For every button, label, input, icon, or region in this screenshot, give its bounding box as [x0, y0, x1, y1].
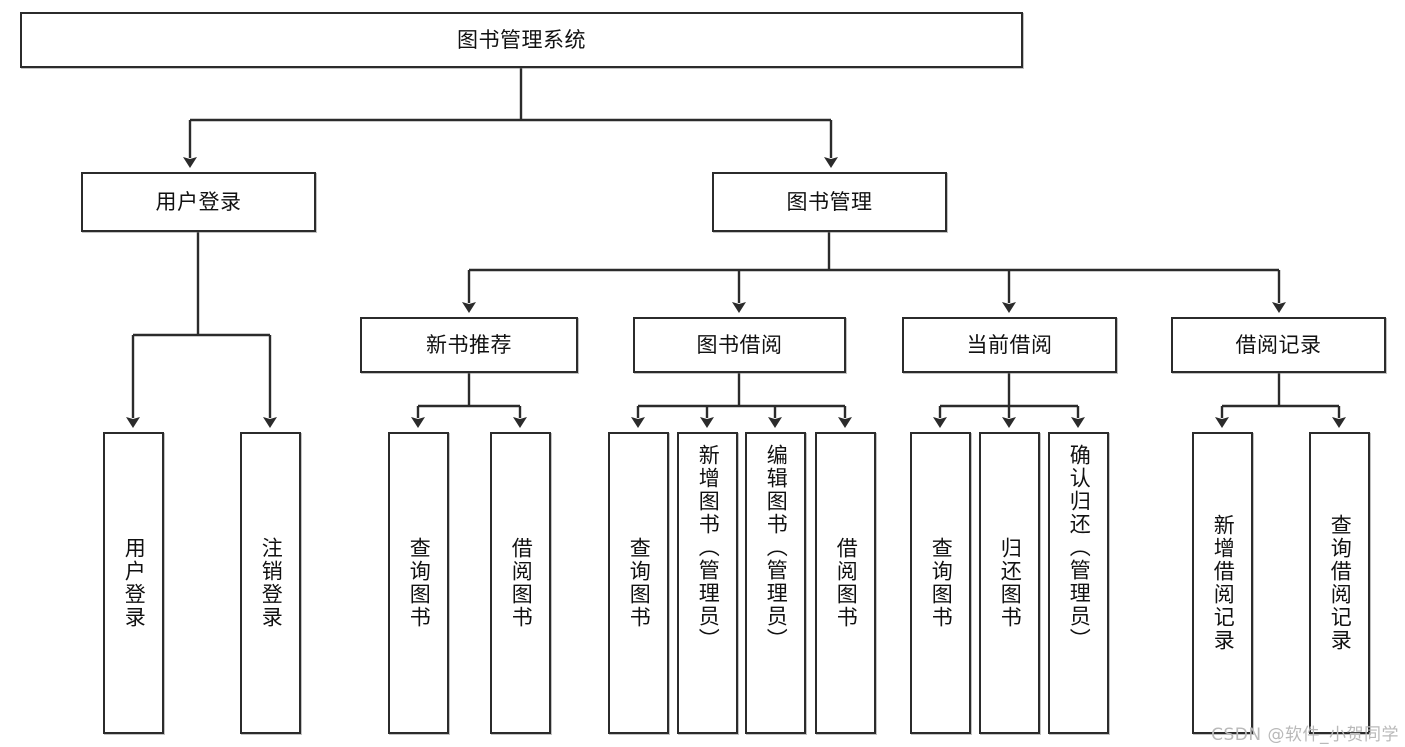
node-leaf-query-record[interactable]: 查询借阅记录: [1309, 432, 1370, 734]
node-current-borrow-label: 当前借阅: [966, 332, 1053, 357]
node-new-book-recommend-label: 新书推荐: [426, 332, 512, 357]
node-leaf-query-book-1-label: 查询图书: [407, 537, 432, 629]
node-leaf-borrow-book-2[interactable]: 借阅图书: [815, 432, 876, 734]
node-borrow-record[interactable]: 借阅记录: [1171, 317, 1386, 373]
node-leaf-add-record-label: 新增借阅记录: [1211, 514, 1236, 652]
node-leaf-user-login[interactable]: 用户登录: [103, 432, 164, 734]
node-leaf-query-record-label: 查询借阅记录: [1328, 514, 1353, 652]
node-leaf-add-record[interactable]: 新增借阅记录: [1192, 432, 1253, 734]
node-leaf-confirm-return-label: 确认归还（管理员）: [1067, 444, 1092, 651]
node-leaf-borrow-book-2-label: 借阅图书: [834, 537, 859, 629]
node-leaf-user-logout[interactable]: 注销登录: [240, 432, 301, 734]
node-leaf-add-book-label: 新增图书（管理员）: [696, 444, 721, 651]
node-root[interactable]: 图书管理系统: [20, 12, 1023, 68]
node-leaf-borrow-book-1-label: 借阅图书: [509, 537, 534, 629]
node-leaf-return-book[interactable]: 归还图书: [979, 432, 1040, 734]
node-new-book-recommend[interactable]: 新书推荐: [360, 317, 578, 373]
node-user-login[interactable]: 用户登录: [81, 172, 316, 232]
node-book-management[interactable]: 图书管理: [712, 172, 947, 232]
node-user-login-label: 用户登录: [155, 189, 242, 214]
node-leaf-query-book-3-label: 查询图书: [929, 537, 954, 629]
node-book-borrow-label: 图书借阅: [696, 332, 783, 357]
node-leaf-user-login-label: 用户登录: [122, 537, 147, 629]
node-leaf-add-book[interactable]: 新增图书（管理员）: [677, 432, 738, 734]
node-leaf-edit-book-label: 编辑图书（管理员）: [764, 444, 789, 651]
node-leaf-confirm-return[interactable]: 确认归还（管理员）: [1048, 432, 1109, 734]
node-current-borrow[interactable]: 当前借阅: [902, 317, 1117, 373]
csdn-watermark: CSDN @软件_小贺同学: [1211, 725, 1399, 745]
node-leaf-edit-book[interactable]: 编辑图书（管理员）: [745, 432, 806, 734]
node-leaf-query-book-2-label: 查询图书: [627, 537, 652, 629]
node-leaf-return-book-label: 归还图书: [998, 537, 1023, 629]
node-root-label: 图书管理系统: [457, 27, 586, 52]
node-book-borrow[interactable]: 图书借阅: [633, 317, 846, 373]
node-leaf-query-book-1[interactable]: 查询图书: [388, 432, 449, 734]
node-leaf-query-book-2[interactable]: 查询图书: [608, 432, 669, 734]
node-book-management-label: 图书管理: [786, 189, 873, 214]
node-leaf-borrow-book-1[interactable]: 借阅图书: [490, 432, 551, 734]
node-borrow-record-label: 借阅记录: [1235, 332, 1322, 357]
node-leaf-query-book-3[interactable]: 查询图书: [910, 432, 971, 734]
node-leaf-user-logout-label: 注销登录: [259, 537, 284, 629]
